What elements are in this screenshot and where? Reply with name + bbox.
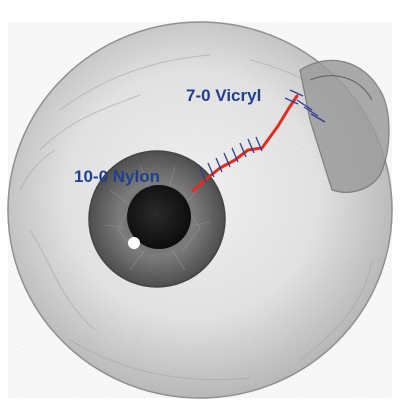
label-10-0-nylon: 10-0 Nylon [74, 167, 160, 186]
label-7-0-vicryl: 7-0 Vicryl [186, 86, 261, 105]
light-reflex [128, 237, 140, 249]
pupil [127, 185, 191, 249]
